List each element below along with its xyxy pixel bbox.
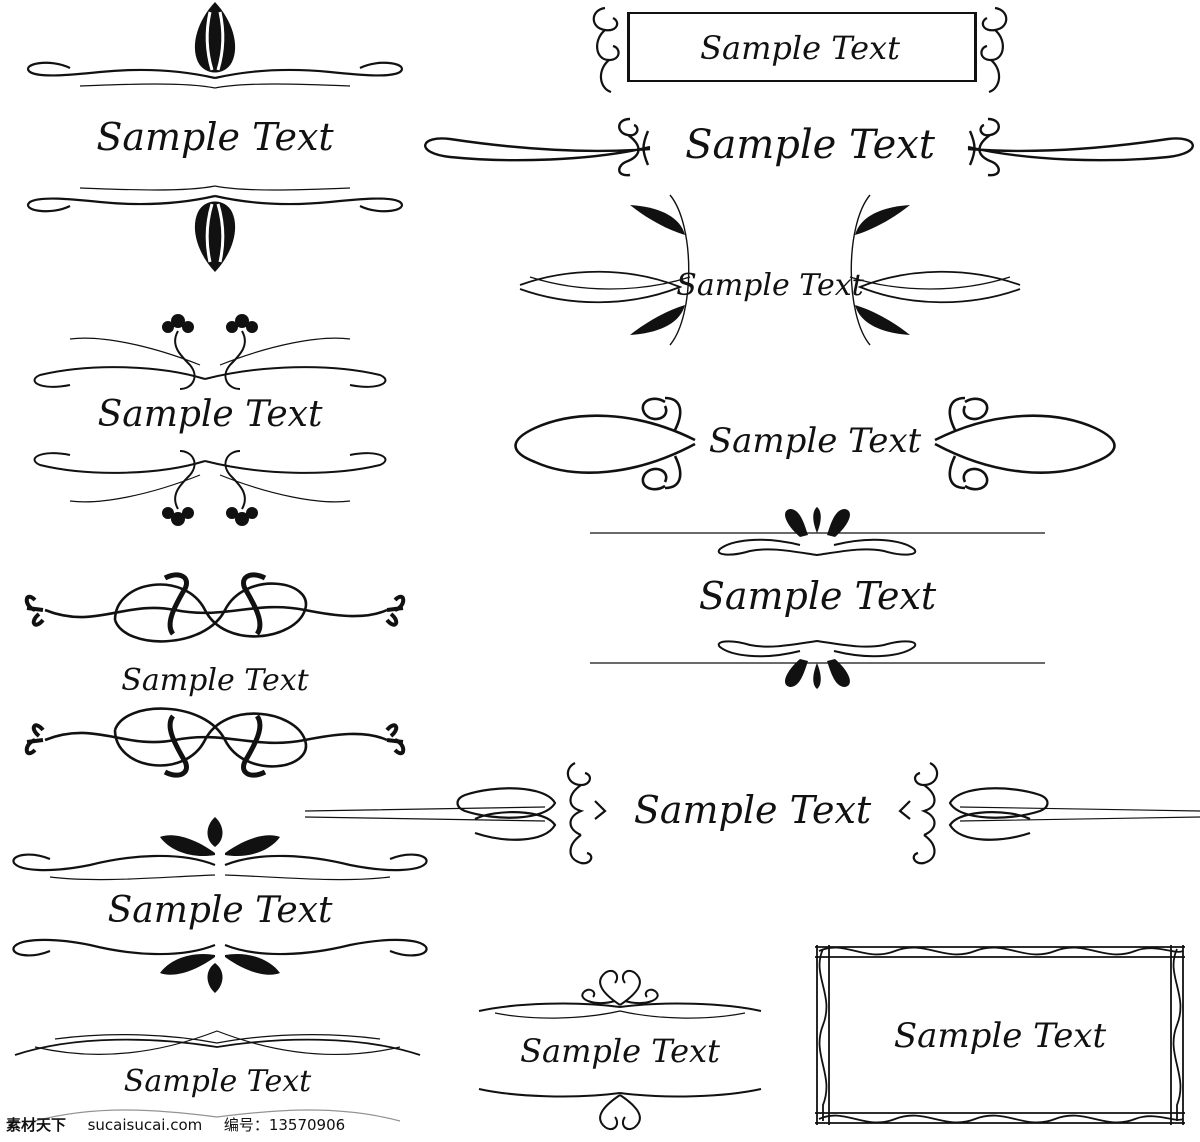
infinity-swirl-divider-icon xyxy=(514,396,1116,491)
ornament-text: Sample Text xyxy=(698,574,937,618)
ornament-rope-frame: Sample Text xyxy=(805,935,1195,1135)
watermark-id-value: 13570906 xyxy=(268,1116,346,1134)
ornament-clover-sprig: Sample Text xyxy=(30,305,390,535)
ornament-knot-vine: Sample Text xyxy=(15,570,415,790)
clover-sprig-flourish-icon xyxy=(33,314,387,526)
ornament-text: Sample Text xyxy=(121,663,309,698)
tulip-flourish-icon xyxy=(26,2,404,272)
leaf-arc-divider-icon xyxy=(519,194,1021,346)
ornament-swirl-bracket: Sample Text xyxy=(420,105,1200,185)
watermark-id-label: 编号： xyxy=(223,1116,269,1134)
ornament-leaf-arc: Sample Text xyxy=(519,194,1021,346)
rope-frame-border-icon xyxy=(815,945,1185,1125)
heart-swirl-divider-icon xyxy=(478,969,762,1131)
fan-crest-divider-icon xyxy=(590,507,1045,689)
ornament-tulip-flourish: Sample Text xyxy=(20,0,410,290)
ornament-fan-crest: Sample Text xyxy=(590,505,1045,695)
label-frame xyxy=(627,12,977,82)
ornament-framed-label: Sample Text xyxy=(585,0,1015,100)
ornament-infinity-swirl: Sample Text xyxy=(514,390,1116,500)
knot-vine-flourish-icon xyxy=(24,572,406,778)
ornament-text: Sample Text xyxy=(685,122,935,168)
swirl-bracket-divider-icon xyxy=(424,117,1194,177)
watermark-site: sucaisucai.com xyxy=(87,1116,203,1134)
watermark-logo: 素材天下 xyxy=(6,1116,67,1134)
ornament-text: Sample Text xyxy=(893,1016,1107,1056)
ornament-text: Sample Text xyxy=(700,29,900,67)
ornament-text: Sample Text xyxy=(107,890,333,931)
ornament-text: Sample Text xyxy=(123,1064,312,1099)
ornament-wave-rule: Sample Text xyxy=(14,1025,421,1130)
lotus-wing-flourish-icon xyxy=(12,817,428,993)
ornament-scroll-rule: Sample Text xyxy=(304,755,1200,875)
ornament-text: Sample Text xyxy=(97,394,323,435)
scroll-rule-divider-icon xyxy=(304,762,1200,865)
ornament-text: Sample Text xyxy=(676,268,864,303)
ornament-lotus-wing: Sample Text xyxy=(10,815,430,1005)
ornament-heart-swirl: Sample Text xyxy=(475,965,765,1135)
ornament-text: Sample Text xyxy=(96,115,334,159)
ornament-text: Sample Text xyxy=(520,1032,720,1070)
framed-label-scroll-icon xyxy=(592,6,1008,94)
watermark-bar: 素材天下 sucaisucai.com 编号：13570906 xyxy=(0,1108,430,1142)
ornament-text: Sample Text xyxy=(708,421,922,461)
ornament-text: Sample Text xyxy=(633,788,872,832)
